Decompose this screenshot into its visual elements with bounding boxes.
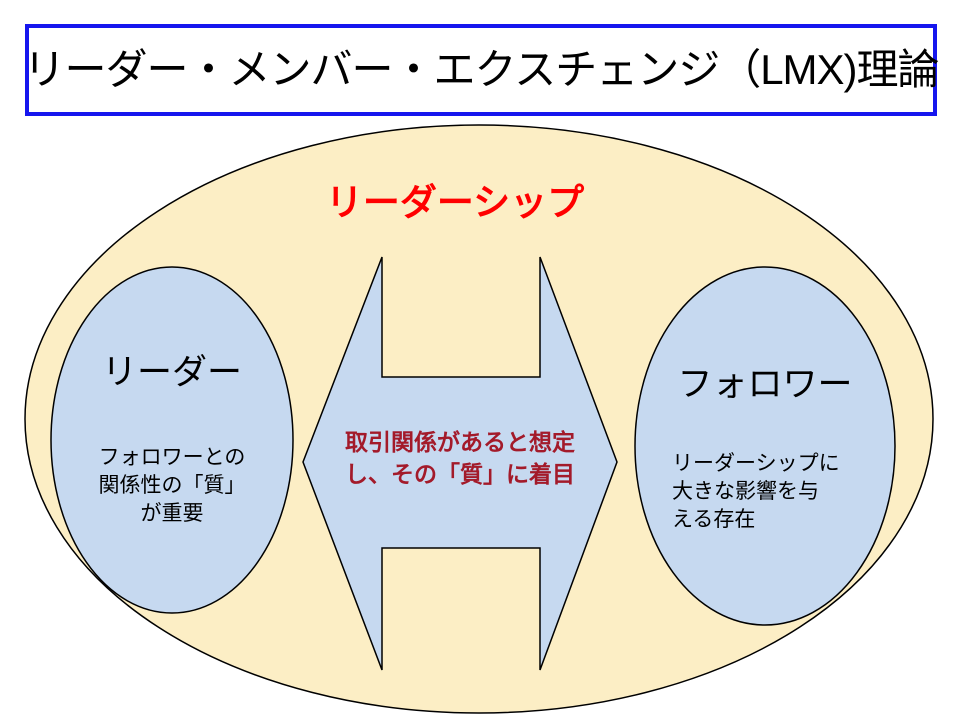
follower-description: リーダーシップに 大きな影響を与 える存在 bbox=[672, 452, 840, 531]
leader-description: フォロワーとの 関係性の「質」 が重要 bbox=[98, 446, 246, 525]
follower-ellipse bbox=[634, 266, 896, 626]
slide-title: リーダー・メンバー・エクスチェンジ（LMX)理論 bbox=[23, 46, 939, 93]
follower-heading: フォロワー bbox=[677, 365, 853, 404]
leadership-label: リーダーシップ bbox=[325, 182, 585, 223]
slide-title-box: リーダー・メンバー・エクスチェンジ（LMX)理論 bbox=[23, 24, 940, 116]
exchange-arrow-caption: 取引関係があると想定 し、その「質」に着目 bbox=[345, 429, 575, 487]
leader-heading: リーダー bbox=[101, 353, 242, 392]
double-arrow-icon bbox=[302, 256, 618, 671]
leader-ellipse bbox=[50, 266, 294, 614]
